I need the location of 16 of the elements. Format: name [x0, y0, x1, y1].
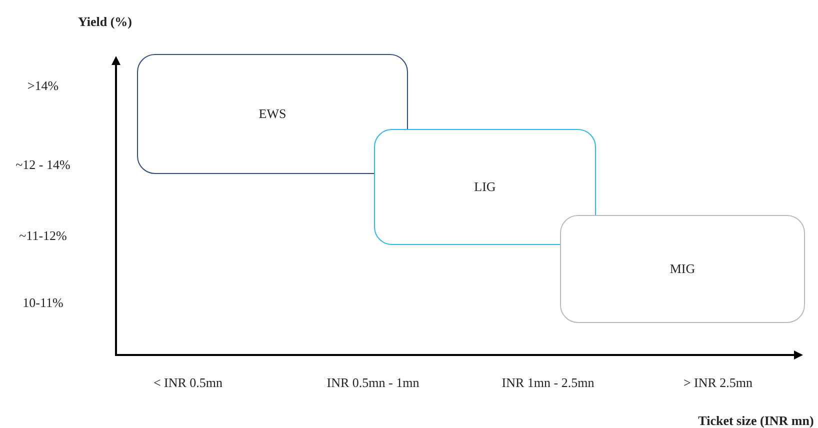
axis-tick-label: >14%	[27, 78, 59, 94]
segment-box	[137, 54, 408, 174]
segment-box	[560, 215, 805, 323]
segment-label: MIG	[670, 261, 696, 277]
axis-title: Yield (%)	[78, 14, 132, 30]
axis-tick-label: ~12 - 14%	[16, 157, 70, 173]
axis-tick-label: < INR 0.5mn	[153, 375, 223, 391]
segment-box	[374, 129, 596, 245]
axis-tick-label: INR 0.5mn - 1mn	[326, 375, 420, 391]
axis-tick-label: > INR 2.5mn	[683, 375, 753, 391]
axis-title: Ticket size (INR mn)	[698, 413, 814, 428]
axis-tick-label: 10-11%	[22, 295, 64, 311]
segment-label: LIG	[474, 179, 496, 195]
axis-tick-label: ~11-12%	[19, 228, 67, 244]
axis-tick-label: INR 1mn - 2.5mn	[502, 375, 594, 391]
segment-label: EWS	[258, 106, 286, 122]
